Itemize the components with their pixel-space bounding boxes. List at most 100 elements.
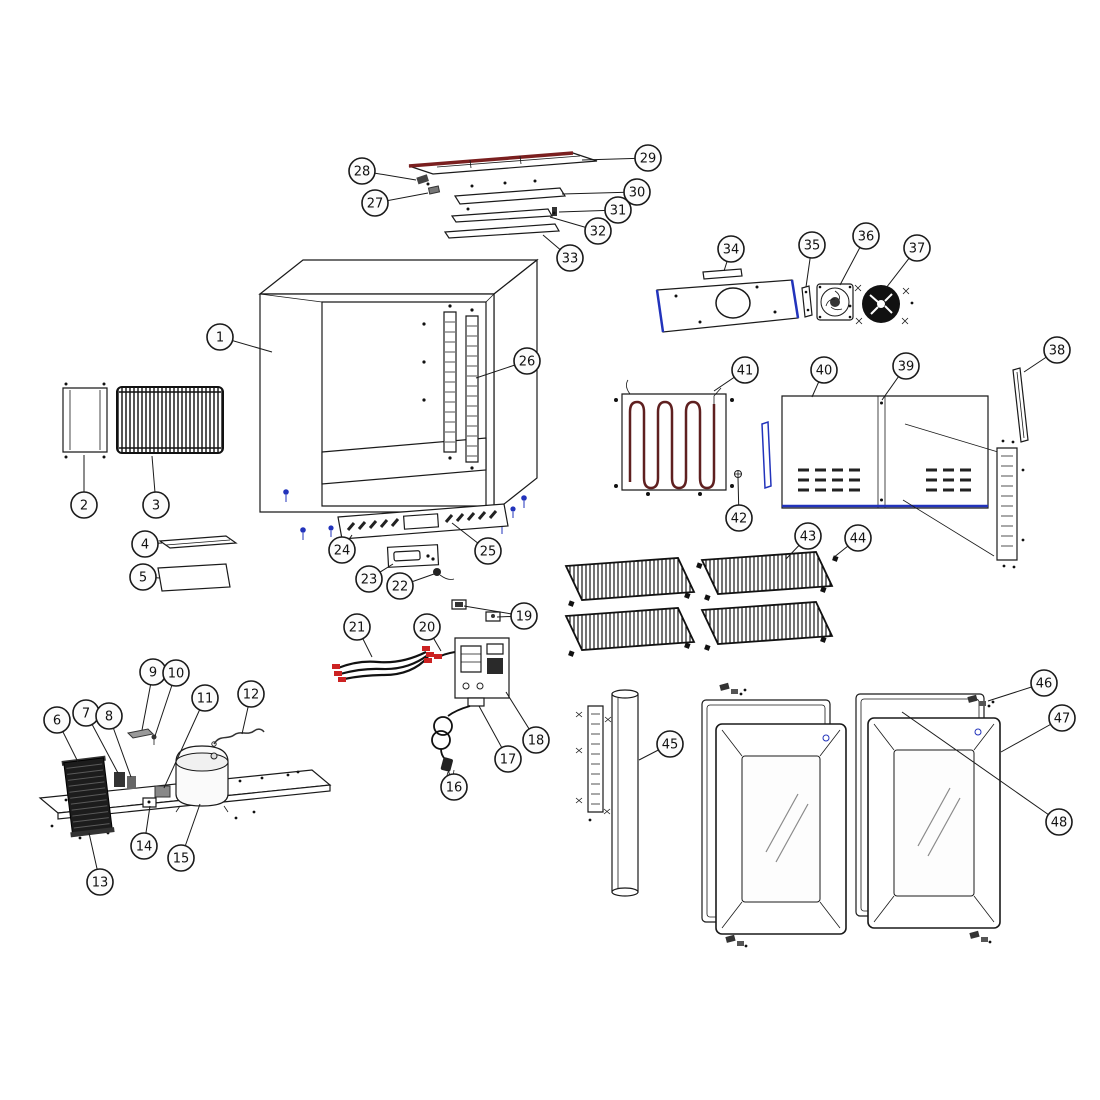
callout-28: 28	[349, 158, 416, 184]
callout-33-balloon	[557, 245, 583, 271]
callout-39: 39	[882, 353, 919, 400]
callout-7-number: 7	[82, 707, 90, 722]
callout-47: 47	[1001, 705, 1075, 752]
callout-37: 37	[886, 235, 930, 288]
hinge-parts-top-left	[719, 682, 747, 696]
callout-30: 30	[562, 179, 650, 205]
callout-13-number: 13	[92, 876, 109, 891]
capillary-tube	[212, 729, 264, 746]
callout-9: 9	[140, 659, 166, 730]
callout-25-balloon	[475, 538, 501, 564]
hinge-parts-top-right	[967, 694, 995, 708]
trim-strip-rear	[1013, 368, 1028, 442]
callout-41-number: 41	[737, 364, 754, 379]
callout-44-balloon	[845, 525, 871, 551]
callout-47-number: 47	[1054, 712, 1071, 727]
callout-45: 45	[639, 731, 683, 760]
callout-36-balloon	[853, 223, 879, 249]
callout-11: 11	[164, 685, 218, 788]
callout-2-number: 2	[80, 499, 88, 514]
hinge-rail-strip	[997, 439, 1025, 569]
callout-12: 12	[238, 681, 264, 734]
callout-16: 16	[441, 770, 467, 800]
shelf-clips	[568, 555, 839, 657]
callout-18-balloon	[523, 727, 549, 753]
callout-46: 46	[988, 670, 1057, 701]
callout-47-balloon	[1049, 705, 1075, 731]
callout-27-number: 27	[367, 197, 384, 212]
callout-29: 29	[582, 145, 661, 171]
cabinet-right-face	[494, 260, 537, 512]
callout-16-balloon	[441, 774, 467, 800]
center-mullion	[612, 690, 638, 896]
callout-20-number: 20	[419, 621, 436, 636]
callout-42-number: 42	[731, 512, 748, 527]
trim-rail-middle	[452, 209, 556, 222]
callout-1: 1	[207, 324, 272, 352]
top-trim-assembly	[409, 153, 597, 238]
callout-45-balloon	[657, 731, 683, 757]
callout-48-leader	[902, 712, 1059, 822]
callout-32: 32	[550, 217, 611, 244]
callout-3-balloon	[143, 492, 169, 518]
thermostat-sensor	[433, 568, 454, 580]
callout-17-number: 17	[500, 753, 517, 768]
callout-43-number: 43	[800, 530, 817, 545]
callout-31-number: 31	[610, 204, 627, 219]
callout-39-number: 39	[898, 360, 915, 375]
rocker-switch	[452, 600, 466, 609]
callout-5-number: 5	[139, 571, 147, 586]
hinge-parts-bottom-left	[725, 934, 748, 948]
glass-door-left	[716, 724, 846, 934]
callout-35-number: 35	[804, 239, 821, 254]
callout-14-number: 14	[136, 840, 153, 855]
callout-38: 38	[1024, 337, 1070, 372]
mounting-strip	[762, 422, 771, 488]
callout-28-balloon	[349, 158, 375, 184]
callout-15: 15	[168, 804, 200, 871]
callout-35-balloon	[799, 232, 825, 258]
callout-34-balloon	[718, 236, 744, 262]
callout-23-balloon	[356, 566, 382, 592]
callout-12-number: 12	[243, 688, 260, 703]
callout-21-number: 21	[349, 621, 366, 636]
bolt-small	[552, 207, 557, 216]
wiring-harness	[332, 646, 434, 682]
callout-27-balloon	[362, 190, 388, 216]
callout-29-balloon	[635, 145, 661, 171]
callout-38-balloon	[1044, 337, 1070, 363]
callout-19-number: 19	[516, 610, 533, 625]
door-assembly-right	[856, 694, 1000, 944]
callout-6-number: 6	[53, 714, 61, 729]
overload-protector	[155, 786, 170, 797]
callout-2-balloon	[71, 492, 97, 518]
callout-26: 26	[476, 348, 540, 378]
compressor-deck	[40, 729, 330, 840]
pipe-clamp	[143, 798, 156, 807]
callout-33: 33	[543, 235, 583, 271]
callout-18: 18	[506, 692, 549, 753]
callout-19-balloon	[511, 603, 537, 629]
board-wires	[434, 652, 455, 659]
callout-11-number: 11	[197, 692, 214, 707]
capacitor	[127, 776, 136, 789]
control-board	[455, 638, 509, 706]
callout-1-balloon	[207, 324, 233, 350]
callout-35: 35	[799, 232, 825, 287]
callout-30-balloon	[624, 179, 650, 205]
callout-5: 5	[130, 564, 160, 590]
callout-37-balloon	[904, 235, 930, 261]
callout-22: 22	[387, 573, 434, 599]
callout-43: 43	[786, 523, 821, 559]
callout-42: 42	[726, 478, 752, 531]
callout-41: 41	[714, 357, 758, 391]
condenser-grate	[117, 387, 223, 453]
callout-25: 25	[452, 523, 501, 564]
callout-3-number: 3	[152, 499, 160, 514]
callout-21-balloon	[344, 614, 370, 640]
side-panel	[63, 382, 107, 459]
callout-27: 27	[362, 190, 428, 216]
display-bracket	[388, 545, 439, 568]
